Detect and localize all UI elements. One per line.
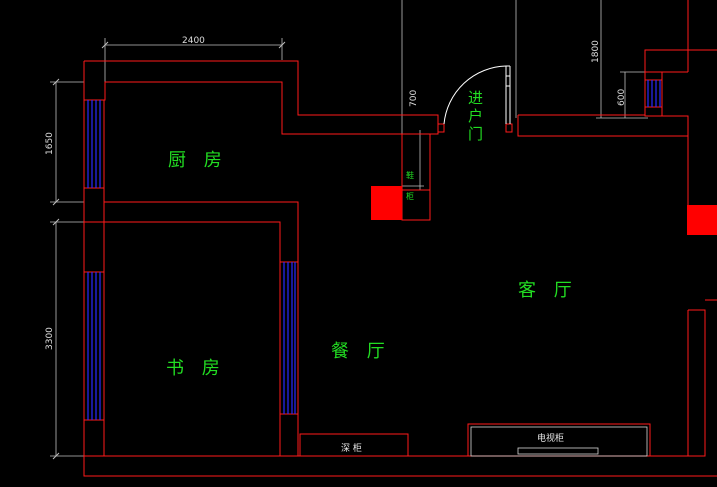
dim-study-height: 3300	[45, 327, 55, 350]
dim-right-window: 600	[617, 89, 627, 106]
dim-door-side: 700	[409, 90, 419, 107]
furniture	[299, 423, 651, 457]
dim-right-top: 1800	[591, 40, 601, 63]
small-label-1: 鞋	[406, 170, 414, 180]
entry-door-char-3: 门	[468, 125, 483, 143]
columns	[371, 186, 717, 235]
windows	[83, 80, 661, 421]
tv-cabinet-label: 电视柜	[537, 432, 564, 444]
entry-door-char-1: 进	[468, 89, 483, 107]
walls	[83, 0, 717, 477]
dim-top-width: 2400	[182, 36, 205, 46]
small-label-2: 柜	[406, 191, 414, 201]
dim-kitchen-height: 1650	[45, 132, 55, 155]
labels: 2400 1650 3300 700 1800 600 厨 房 书 房 餐 厅 …	[45, 36, 627, 454]
dimension-lines	[50, 0, 689, 460]
room-kitchen: 厨 房	[168, 150, 228, 171]
room-living: 客 厅	[518, 280, 578, 301]
room-dining: 餐 厅	[331, 341, 391, 362]
entry-door	[443, 65, 511, 125]
room-study: 书 房	[166, 358, 226, 379]
shoe-cabinet-label: 深 柜	[341, 442, 362, 454]
entry-door-char-2: 户	[468, 107, 483, 125]
